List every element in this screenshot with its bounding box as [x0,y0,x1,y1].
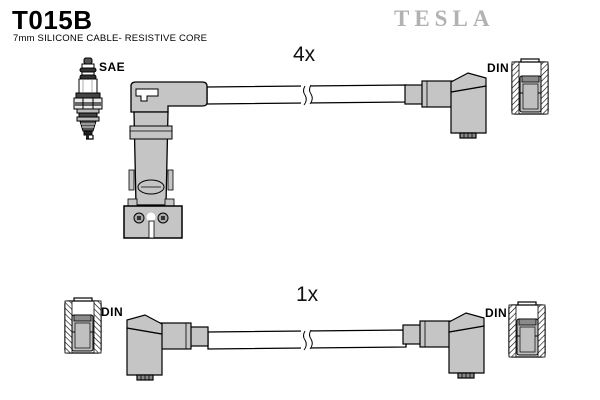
spark-plug-icon [73,57,103,140]
quantity-label-top: 4x [293,43,316,66]
part-number: T015B [12,5,93,35]
sae-label: SAE [99,60,126,74]
break-symbol-icon [301,328,311,351]
din-label-bottom-right: DIN [485,306,508,320]
cable-bottom-icon [207,328,407,351]
cable-spec-subtitle: 7mm SILICONE CABLE- RESISTIVE CORE [13,33,208,44]
din-terminal-icon-bottom-left [64,297,102,354]
din-terminal-icon-top-right [511,58,549,115]
din-label-bottom-left: DIN [101,305,124,319]
din-terminal-icon-bottom-right [508,301,546,358]
plug-boot-icon-bottom-right [402,312,485,379]
din-label-top-right: DIN [487,61,510,75]
plug-boot-icon-top-right [404,72,487,139]
tesla-brand-logo: TESLA [394,6,495,31]
quantity-label-bottom: 1x [296,283,319,306]
break-symbol-icon [301,83,311,106]
plug-boot-icon-bottom-left [126,314,209,381]
coil-boot-icon [123,81,208,239]
cable-top-icon [206,83,407,106]
